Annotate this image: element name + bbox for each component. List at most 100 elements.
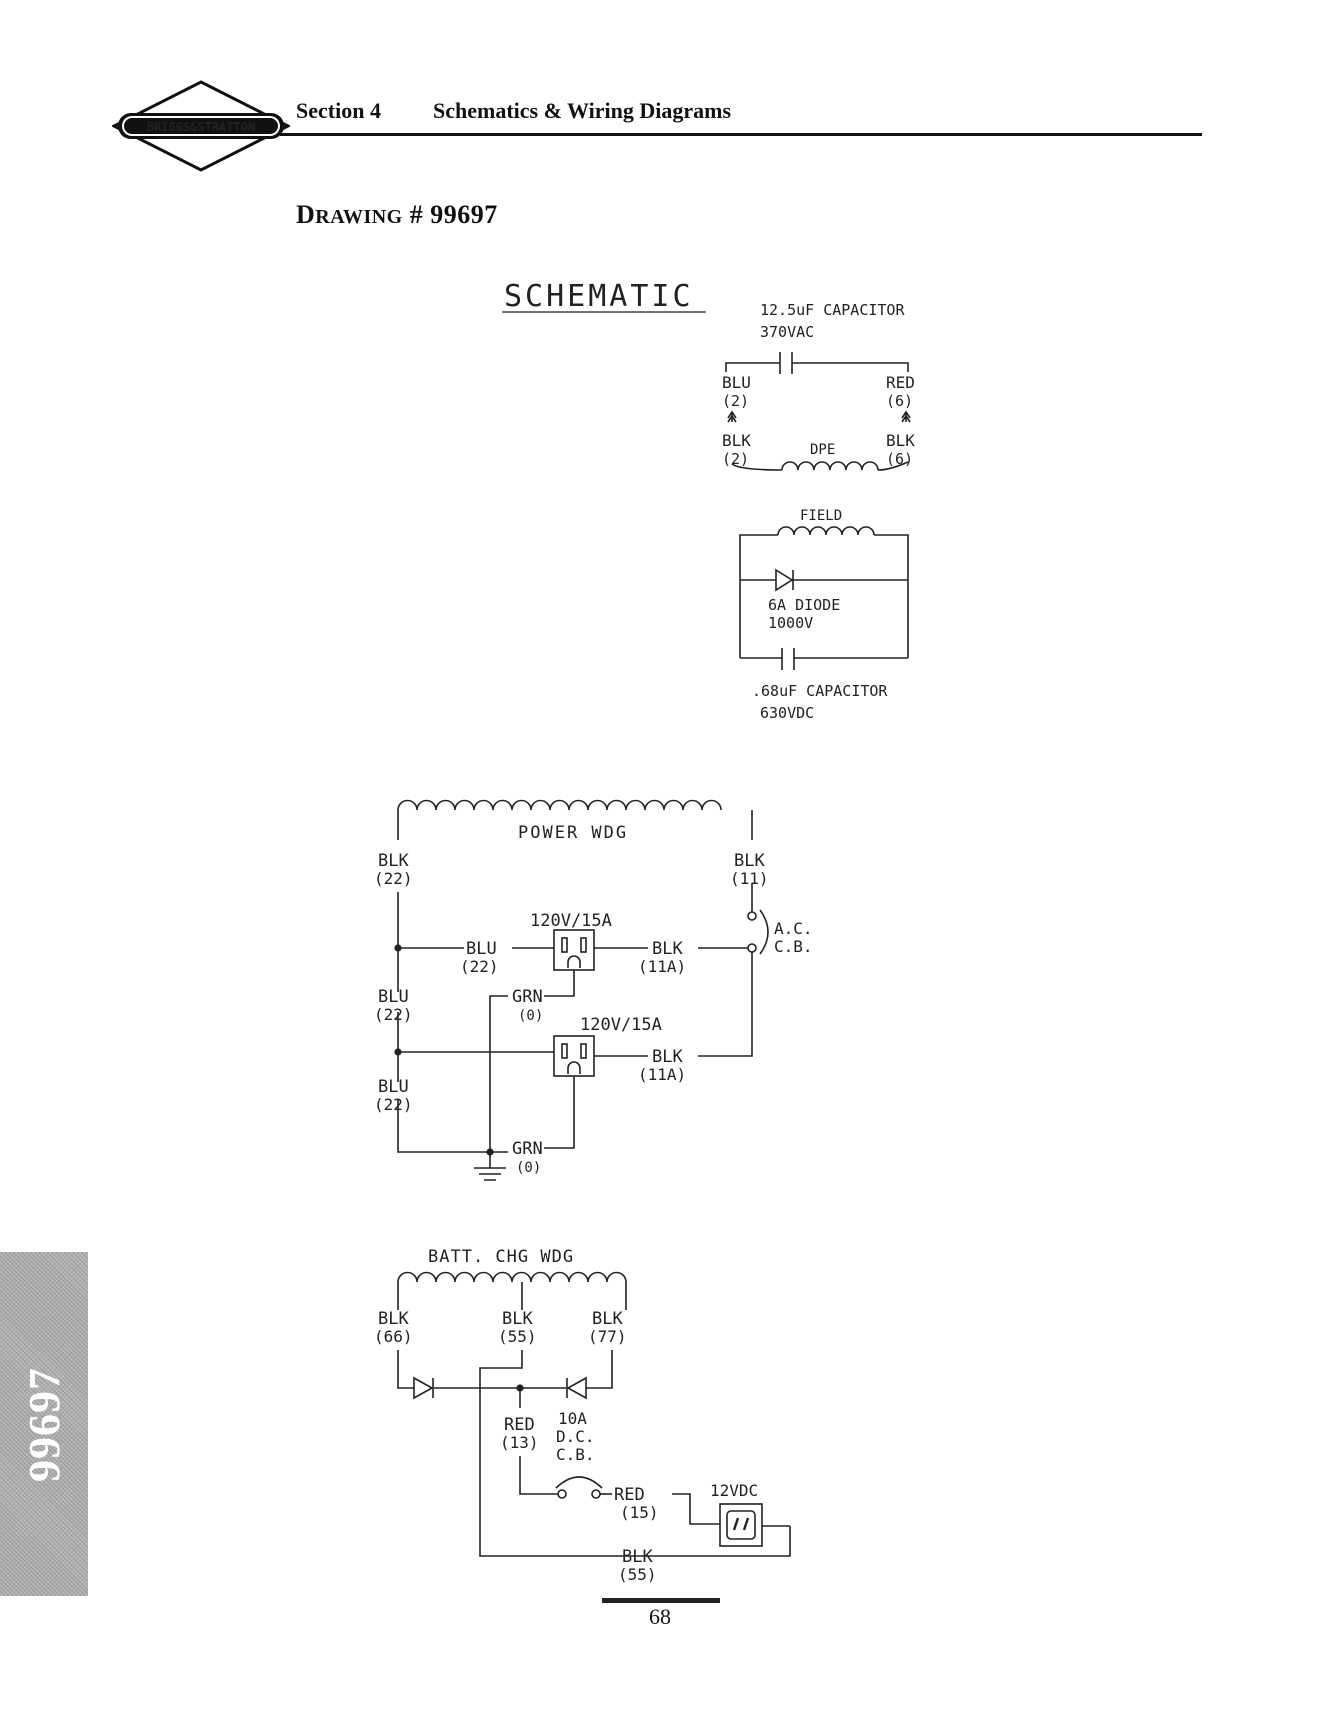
dpe-right-top: RED (886, 373, 915, 392)
dccb-label-1: 10A (558, 1409, 587, 1428)
header-rule (280, 133, 1202, 136)
outlet-1-icon (553, 929, 595, 971)
outlet-1-slot (561, 937, 568, 953)
outlet-2-ground-pin (567, 1061, 581, 1074)
dpe-left-arrow-icon (727, 410, 737, 423)
side-tab-label: 99697 (19, 1366, 69, 1482)
battery-blk55b: BLK (622, 1547, 653, 1567)
acb-terminal (747, 911, 757, 921)
battery-coil-label: BATT. CHG WDG (428, 1247, 574, 1267)
dpe-left-top-num: (2) (722, 392, 749, 410)
diode-left-icon (413, 1376, 434, 1400)
battery-blk55: BLK (502, 1309, 533, 1329)
acb-label-1: A.C. (774, 919, 813, 938)
battery-red13: RED (504, 1415, 535, 1435)
ground-icon (474, 1152, 506, 1181)
dccb-terminal (557, 1489, 567, 1499)
diode-right-icon (566, 1376, 587, 1400)
power-blu-b: BLU (378, 987, 409, 1007)
blk11a-2-right-wire (698, 952, 753, 1057)
battery-red13-num: (13) (500, 1433, 539, 1452)
power-blu-c: BLU (378, 1077, 409, 1097)
schematic-heading: SCHEMATIC (504, 279, 694, 314)
power-blk11a-1: BLK (652, 939, 683, 959)
field-coil-label: FIELD (800, 508, 842, 524)
rating-2: 120V/15A (580, 1015, 662, 1035)
outlet-2-slot (580, 1043, 587, 1059)
battery-blk66-num: (66) (374, 1327, 413, 1346)
acb-label-2: C.B. (774, 937, 813, 956)
dpe-right-top-num: (6) (886, 392, 913, 410)
logo-text: BRIGGS&STRATTON (147, 120, 255, 134)
outlet-2-slot (561, 1043, 568, 1059)
power-blk22-num: (22) (374, 869, 413, 888)
battery-blk77-num: (77) (588, 1327, 627, 1346)
outlet-1-ground-pin (567, 955, 581, 968)
grn-1-wire (544, 970, 575, 997)
dccb-label-2: D.C. (556, 1427, 595, 1446)
battery-blk77: BLK (592, 1309, 623, 1329)
diode-voltage: 1000V (768, 614, 813, 632)
dccb-terminal (591, 1489, 601, 1499)
left-bus-wire (397, 892, 488, 1153)
cap1-label: 12.5uF CAPACITOR (760, 301, 905, 319)
field-outer-wire (739, 534, 909, 658)
grn-2-wire (544, 1076, 575, 1149)
battery-red15: RED (614, 1485, 645, 1505)
page-number-bar (602, 1598, 720, 1603)
blk55-return-wire (479, 1350, 791, 1557)
red15-wire (672, 1493, 720, 1525)
dpe-left-top: BLU (722, 373, 751, 392)
battery-blk55-num: (55) (498, 1327, 537, 1346)
power-blk11a-2-num: (11A) (638, 1065, 686, 1084)
power-coil-icon (397, 799, 722, 811)
outlet-2-icon (553, 1035, 595, 1077)
power-coil-label: POWER WDG (518, 823, 628, 843)
dpe-coil-label: DPE (810, 442, 835, 458)
dpe-leads (731, 461, 909, 471)
red13-wire (519, 1456, 558, 1495)
dccb-arc-icon (555, 1476, 603, 1489)
power-grn-1: GRN (512, 987, 543, 1007)
dccb-label-3: C.B. (556, 1445, 595, 1464)
side-tab: 99697 (0, 1252, 88, 1596)
section-label: Section 4 (296, 98, 381, 123)
briggs-stratton-logo: BRIGGS&STRATTON (112, 80, 290, 172)
power-blk11-num: (11) (730, 869, 769, 888)
dc-receptacle-icon (719, 1503, 763, 1547)
power-blu-b-num: (22) (374, 1005, 413, 1024)
cap1-wire (725, 362, 909, 372)
battery-coil-icon (397, 1271, 627, 1283)
power-grn-2-num: (0) (516, 1160, 541, 1176)
power-blk22: BLK (378, 851, 409, 871)
power-blu-a: BLU (466, 939, 497, 959)
power-grn-2: GRN (512, 1139, 543, 1159)
battery-blk55b-num: (55) (618, 1565, 657, 1584)
battery-red15-num: (15) (620, 1503, 659, 1522)
field-coil-icon (777, 526, 875, 536)
page-number: 68 (649, 1604, 671, 1629)
cap1-voltage: 370VAC (760, 323, 814, 341)
battery-12vdc: 12VDC (710, 1481, 758, 1500)
power-blk11: BLK (734, 851, 765, 871)
grn-bus-wire (489, 995, 508, 1150)
dc-receptacle-pins (732, 1517, 750, 1531)
diode-label: 6A DIODE (768, 596, 840, 614)
outlet-1-slot (580, 937, 587, 953)
cap2-voltage: 630VDC (760, 704, 814, 722)
dpe-left-bot-num: (2) (722, 450, 749, 468)
rating-1: 120V/15A (530, 911, 612, 931)
dpe-left-bot: BLK (722, 431, 751, 450)
battery-blk66: BLK (378, 1309, 409, 1329)
dpe-coil-icon (781, 461, 879, 471)
cap2-label: .68uF CAPACITOR (752, 682, 888, 700)
dc-receptacle-inner (726, 1510, 756, 1540)
drawing-title: DRAWING # 99697 (296, 200, 498, 229)
power-blu-a-num: (22) (460, 957, 499, 976)
power-blk11a-2: BLK (652, 1047, 683, 1067)
power-blk11a-1-num: (11A) (638, 957, 686, 976)
section-title: Schematics & Wiring Diagrams (433, 98, 731, 123)
power-blu-c-num: (22) (374, 1095, 413, 1114)
acb-arc-icon (759, 909, 769, 955)
